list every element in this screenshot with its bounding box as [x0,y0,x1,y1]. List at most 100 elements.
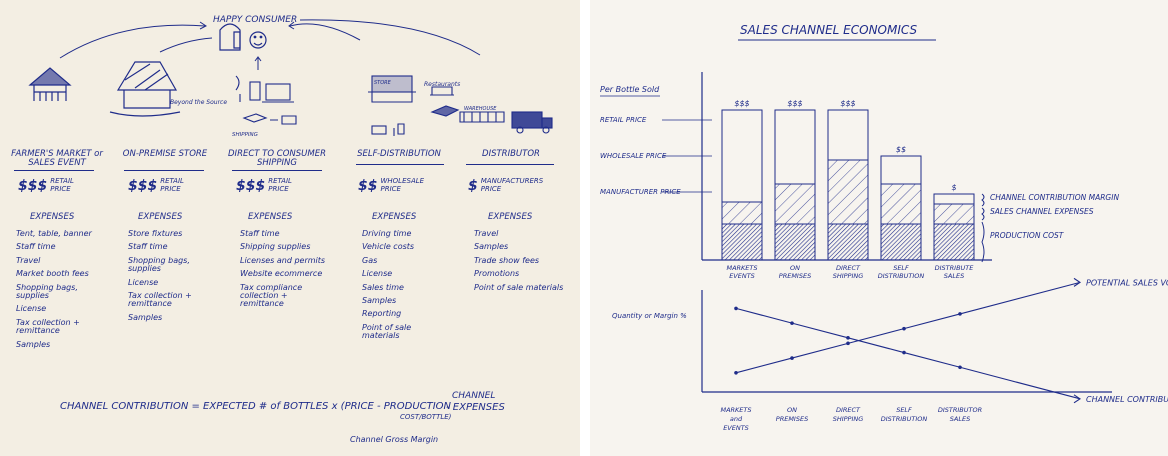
line-ylabel: Quantity or Margin % [612,312,687,320]
expense-item: Tax compliance collection + remittance [240,282,303,309]
shipping-note: SHIPPING [232,132,258,138]
restaurants-note: Restaurants [424,81,460,88]
happy-consumer-label: HAPPY CONSUMER [213,15,297,25]
expenses-heading: EXPENSES [488,212,533,222]
bar-segment-sales-channel-expenses [721,201,763,225]
expense-item: License [362,269,393,279]
expenses-heading: EXPENSES [30,212,75,222]
line-series-potential-sales-volume [735,281,1081,374]
column-title: FARMER'S MARKET or SALES EVENT [11,149,103,169]
line-category-label: EVENTS [723,424,749,432]
line-point [902,350,906,355]
expense-item: Point of sale materials [474,282,564,292]
line-chart-marks: POTENTIAL SALES VOLUMECHANNEL CONTRIBUTI… [720,277,1168,432]
expense-item: Tax collection + remittance [128,290,192,309]
column-price: $$$RETAIL PRICE [236,177,292,194]
bar-category-label: PREMISES [779,272,811,280]
bar-category-label: MARKETS [726,264,757,272]
bar-price-mark: $$$ [734,99,749,108]
expense-item: Point of sale materials [362,322,412,341]
bar-chart-marks: $$$MARKETSEVENTS$$$ONPREMISES$$$DIRECTSH… [721,99,975,280]
bar-category-label: DISTRIBUTION [878,272,925,280]
expenses-list: Store fixtures Staff time Shopping bags,… [128,229,214,327]
expenses-heading: EXPENSES [248,212,293,222]
bar-segment-production-cost [827,223,869,261]
price-level-manufacturer: MANUFACTURER PRICE [600,188,681,196]
expense-item: Market booth fees [16,269,89,279]
beyond-the-source-note: Beyond the Source [170,99,227,106]
line-category-label: SALES [950,415,970,423]
bar-segment-sales-channel-expenses [827,159,869,225]
column-title: DIRECT TO CONSUMER SHIPPING [228,149,326,169]
line-point [846,341,850,346]
flow-arrows [59,19,481,70]
legend-production-cost: PRODUCTION COST [990,231,1065,240]
bar-segment-channel-contribution-margin [933,193,975,205]
shipping-icons [235,75,297,125]
line-point [790,321,794,325]
self-distribution-icons [368,75,460,136]
happy-consumer-icon [219,23,267,51]
expense-item: Gas [362,255,378,265]
expense-item: Samples [362,295,397,305]
expenses-list: Tent, table, banner Staff time Travel Ma… [16,229,106,354]
sketch-drawings: HAPPY CONSUMER [28,15,553,138]
bar-category-label: ON [790,264,800,272]
warehouse-note: WAREHOUSE [464,106,497,112]
line-point [790,356,794,360]
line-point [846,336,850,340]
line-category-label: PREMISES [776,415,808,423]
expense-item: Vehicle costs [362,242,415,252]
bar-price-mark: $$$ [787,99,802,108]
line-point [734,371,738,375]
bar-segment-sales-channel-expenses [880,183,922,225]
line-arrowhead [1073,277,1081,287]
bar-segment-production-cost [880,223,922,261]
store-note: STORE [374,80,392,86]
expense-item: Staff time [240,229,280,238]
expense-item: Tent, table, banner [16,229,92,238]
expense-item: Licenses and permits [240,255,326,265]
bar-category-label: SELF [893,264,909,272]
expense-item: Reporting [362,309,402,319]
expense-item: Shopping bags, supplies [128,255,190,274]
line-series-label: POTENTIAL SALES VOLUME [1086,278,1168,287]
bar-segment-production-cost [774,223,816,261]
bar-segment-sales-channel-expenses [933,203,975,225]
bar-category-label: DIRECT [836,264,861,272]
expense-item: Promotions [474,269,520,279]
column-title: DISTRIBUTOR [482,149,540,159]
economics-title: SALES CHANNEL ECONOMICS [740,23,917,37]
bar-category-label: DISTRIBUTE [935,264,975,272]
barn-icon [109,61,181,117]
column-price: $$WHOLESALE PRICE [358,177,425,194]
bar-legend: CHANNEL CONTRIBUTION MARGIN SALES CHANNE… [981,193,1119,263]
expense-item: Shopping bags, supplies [16,282,78,300]
sales-channel-economics-panel: SALES CHANNEL ECONOMICS Per Bottle Sold … [590,0,1168,456]
expense-item: Store fixtures [128,229,183,238]
bar-price-mark: $$ [896,145,906,154]
bar-price-mark: $ [951,183,956,192]
expenses-heading: EXPENSES [372,212,417,222]
expenses-list: Staff time Shipping supplies Licenses an… [240,229,330,314]
expense-item: Samples [128,312,163,322]
bar-price-mark: $$$ [840,99,855,108]
formula-gross-margin: Channel Gross Margin [350,435,439,444]
expense-item: Shipping supplies [240,242,311,252]
expense-item: Driving time [362,229,412,238]
line-category-label: DIRECT [836,406,861,414]
expense-item: Travel [16,255,41,265]
bar-segment-production-cost [721,223,763,261]
line-series-channel-contribution-margin [735,307,1081,400]
expense-item: Travel [474,229,499,238]
line-category-label: SHIPPING [833,415,864,423]
column-title: ON-PREMISE STORE [122,149,208,159]
expenses-list: Driving time Vehicle costs Gas License S… [362,229,442,346]
line-category-label: DISTRIBUTION [881,415,928,423]
column-price: $MANUFACTURERS PRICE [468,177,544,194]
formula-channel: CHANNEL [452,391,496,401]
line-arrowhead [1073,394,1081,404]
economics-charts: SALES CHANNEL ECONOMICS Per Bottle Sold … [600,23,1168,432]
expense-item: Sales time [362,282,404,292]
expense-item: Samples [16,339,51,349]
